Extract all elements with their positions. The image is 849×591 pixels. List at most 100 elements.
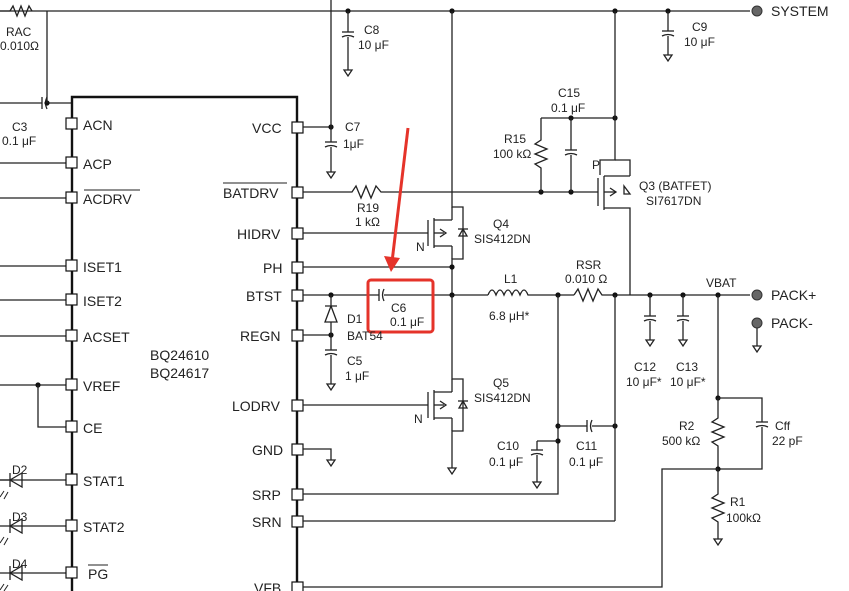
r15-name: R15 xyxy=(504,132,526,146)
highlight-arrow-head xyxy=(384,256,400,272)
d2-name: D2 xyxy=(12,463,28,477)
pin-batdrv-label: BATDRV xyxy=(223,185,279,201)
pack-minus-label: PACK- xyxy=(771,315,813,331)
c11-value: 0.1 μF xyxy=(569,455,603,469)
system-terminal[interactable] xyxy=(751,5,763,17)
c3-name: C3 xyxy=(12,120,28,134)
pin-ce-label: CE xyxy=(83,420,102,436)
c15-value: 0.1 μF xyxy=(551,101,585,115)
q5-type: N xyxy=(414,412,423,426)
d3-name: D3 xyxy=(12,510,28,524)
c8-value: 10 μF xyxy=(358,38,389,52)
rsr-name: RSR xyxy=(576,258,602,272)
pin-regn-label: REGN xyxy=(240,328,280,344)
pin-regn[interactable] xyxy=(291,329,304,342)
pin-hidrv[interactable] xyxy=(291,227,304,240)
pin-ph-label: PH xyxy=(263,260,282,276)
pin-vcc[interactable] xyxy=(291,121,304,134)
r1-value: 100kΩ xyxy=(726,511,761,525)
c5-value: 1 μF xyxy=(345,369,369,383)
pin-btst-label: BTST xyxy=(246,288,282,304)
switch-node: C6 0.1 μF L1 6.8 μH* RSR 0.010 Ω xyxy=(303,258,750,329)
q3-part: SI7617DN xyxy=(646,194,701,208)
c7-capacitor: C7 1μF xyxy=(303,11,364,180)
pin-acdrv-label: ACDRV xyxy=(83,191,132,207)
c7-name: C7 xyxy=(345,120,361,134)
left-pins: ACN ACP ACDRV ISET1 ISET2 ACSET VREF CE xyxy=(0,117,140,582)
pin-stat1[interactable] xyxy=(65,473,78,486)
pin-batdrv[interactable] xyxy=(291,186,304,199)
pin-acp-label: ACP xyxy=(83,156,112,172)
l1-value: 6.8 μH* xyxy=(489,309,530,323)
pin-srn[interactable] xyxy=(291,515,304,528)
c6-value: 0.1 μF xyxy=(390,315,424,329)
c5-name: C5 xyxy=(347,354,363,368)
highlight-arrow xyxy=(390,127,410,263)
pin-stat2-label: STAT2 xyxy=(83,519,125,535)
pin-acn[interactable] xyxy=(65,117,78,130)
pin-gnd-label: GND xyxy=(252,442,283,458)
c8-capacitor: C8 10 μF xyxy=(341,11,389,78)
pin-acp[interactable] xyxy=(65,156,78,169)
cff-name: Cff xyxy=(775,419,791,433)
d4-name: D4 xyxy=(12,557,28,571)
pin-vfb[interactable] xyxy=(291,581,304,591)
c13-name: C13 xyxy=(676,360,698,374)
r19-name: R19 xyxy=(357,201,379,215)
output-caps: C12 10 μF* C13 10 μF* xyxy=(626,295,706,389)
pin-stat2[interactable] xyxy=(65,519,78,532)
regn-d1-c5: D1 BAT54 C5 1 μF xyxy=(303,295,383,392)
pin-iset1-label: ISET1 xyxy=(83,259,122,275)
rac-value: 0.010Ω xyxy=(0,39,39,53)
pin-acdrv[interactable] xyxy=(65,191,78,204)
l1-name: L1 xyxy=(504,272,518,286)
c7-value: 1μF xyxy=(343,137,364,151)
pin-iset2-label: ISET2 xyxy=(83,293,122,309)
c12-name: C12 xyxy=(634,360,656,374)
pin-stat1-label: STAT1 xyxy=(83,473,125,489)
pin-gnd[interactable] xyxy=(291,443,304,456)
q3-batfet: P Q3 (BATFET) SI7617DN xyxy=(592,11,711,295)
pin-acset[interactable] xyxy=(65,329,78,342)
pin-vfb-label: VFB xyxy=(254,580,281,591)
d1-name: D1 xyxy=(347,312,363,326)
q4-part: SIS412DN xyxy=(474,232,531,246)
feedback-divider: R2 500 kΩ Cff 22 pF R1 100kΩ xyxy=(303,295,803,588)
pack-plus-terminal[interactable] xyxy=(751,289,763,301)
pin-lodrv[interactable] xyxy=(291,399,304,412)
c6-highlight xyxy=(366,127,435,334)
pin-iset1[interactable] xyxy=(65,259,78,272)
q4-name: Q4 xyxy=(493,217,509,231)
chip-part1: BQ24610 xyxy=(150,347,209,363)
c9-value: 10 μF xyxy=(684,35,715,49)
system-rail: SYSTEM xyxy=(0,0,829,19)
pin-pg[interactable] xyxy=(65,566,78,579)
pin-ce[interactable] xyxy=(65,420,78,433)
r2-name: R2 xyxy=(679,419,695,433)
pin-vref[interactable] xyxy=(65,378,78,391)
right-pins: VCC BATDRV HIDRV PH BTST REGN LODRV GND … xyxy=(223,120,304,591)
system-label: SYSTEM xyxy=(771,3,829,19)
r15-value: 100 kΩ xyxy=(493,147,531,161)
pin-pg-label: PG xyxy=(88,566,108,582)
d1-part: BAT54 xyxy=(347,329,383,343)
c6-name: C6 xyxy=(391,301,407,315)
status-leds: D2 D3 D4 xyxy=(0,463,28,591)
q5-mosfet: N Q5 SIS412DN xyxy=(303,295,531,476)
r19-resistor: R19 1 kΩ xyxy=(303,184,598,229)
pin-iset2[interactable] xyxy=(65,293,78,306)
charger-ic: BQ24610 BQ24617 xyxy=(70,95,299,591)
rac-resistor: RAC 0.010Ω xyxy=(0,4,39,53)
pin-ph[interactable] xyxy=(291,261,304,274)
c13-value: 10 μF* xyxy=(670,375,706,389)
vbat-label: VBAT xyxy=(706,276,737,290)
pin-srp[interactable] xyxy=(291,488,304,501)
pack-terminals: VBAT PACK+ PACK- xyxy=(706,276,816,354)
c9-name: C9 xyxy=(692,20,708,34)
c3-value: 0.1 μF xyxy=(2,134,36,148)
pack-minus-terminal[interactable] xyxy=(751,317,763,329)
rsr-value: 0.010 Ω xyxy=(565,272,607,286)
pin-btst[interactable] xyxy=(291,289,304,302)
c10-value: 0.1 μF xyxy=(489,455,523,469)
